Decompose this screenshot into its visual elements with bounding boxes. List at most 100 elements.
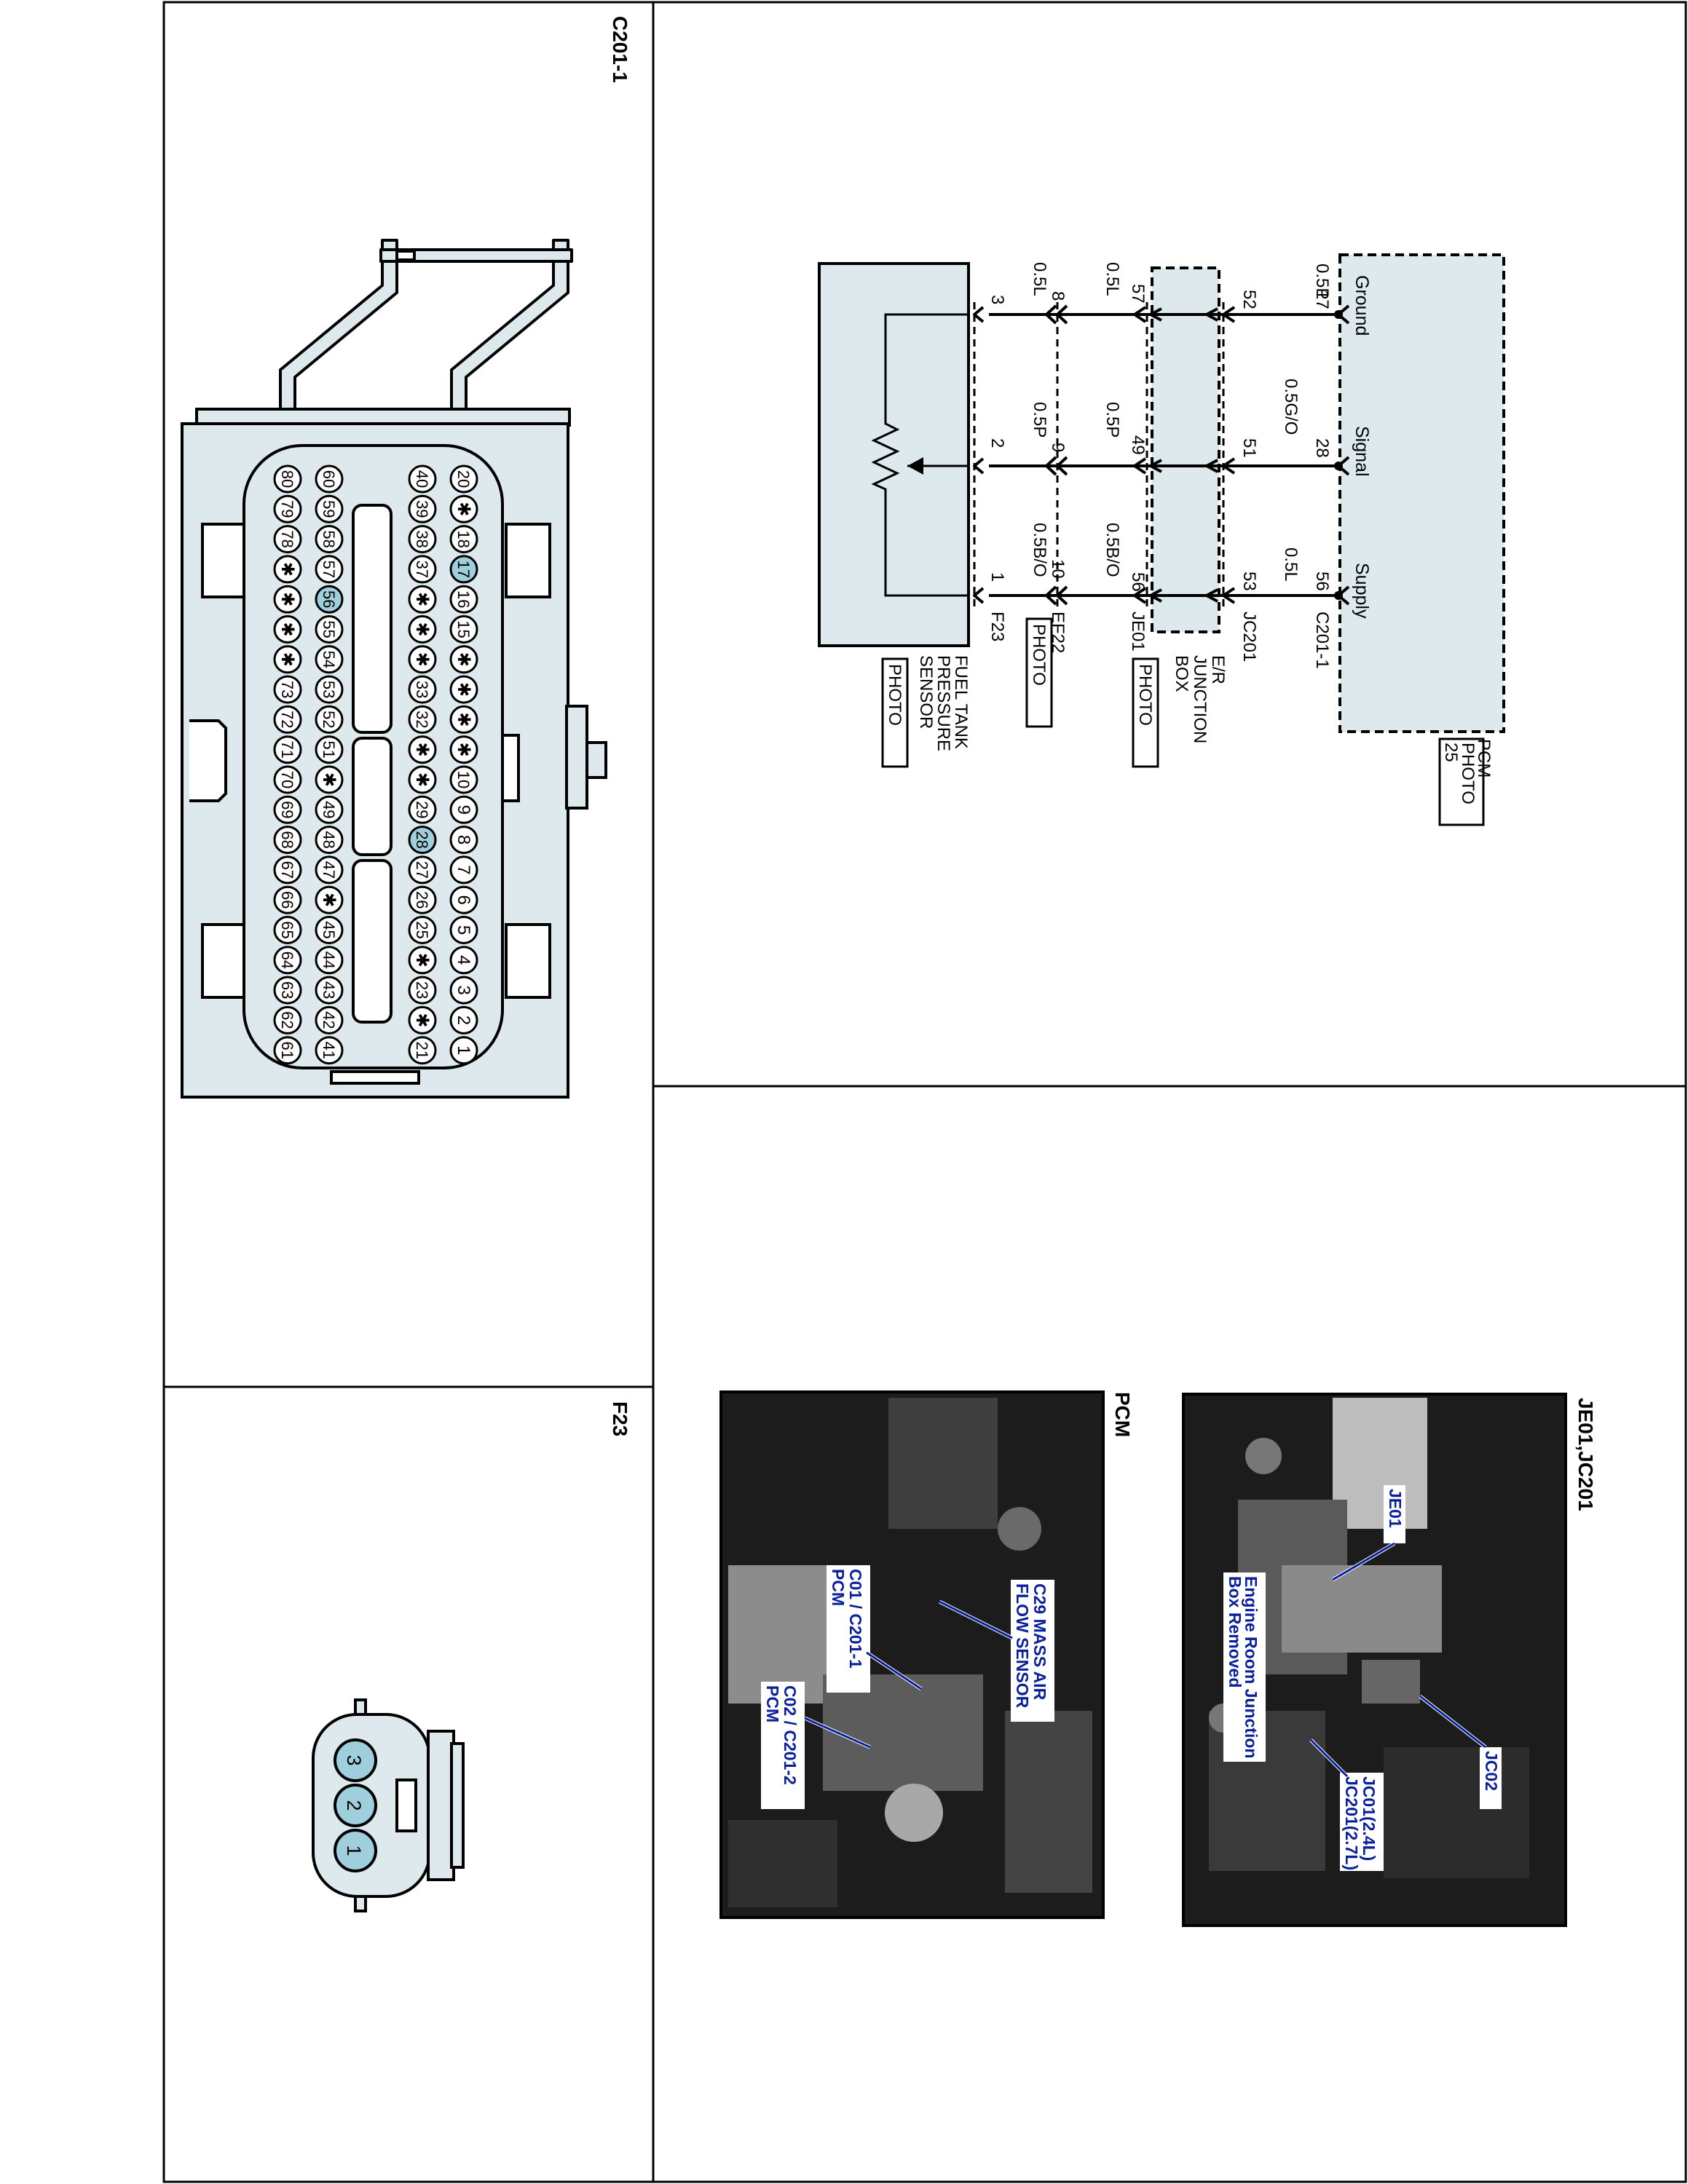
connector-f23-title: F23 bbox=[609, 1401, 631, 1436]
photo-pcm-label-c01-line2: PCM bbox=[829, 1569, 848, 1606]
c201-pin-unused bbox=[449, 645, 478, 674]
c201-pin-label: 37 bbox=[413, 561, 431, 578]
c201-pin-42 bbox=[315, 1005, 344, 1034]
pin-pcm-17: 17 bbox=[1312, 290, 1332, 309]
c201-pin-label: 54 bbox=[320, 651, 338, 668]
f23-pin-1 bbox=[334, 1829, 377, 1872]
c201-pin-label: 21 bbox=[413, 1041, 431, 1059]
c201-pin-label: 10 bbox=[454, 771, 473, 788]
c201-pin-label: 52 bbox=[320, 711, 338, 728]
c201-pin-unused bbox=[315, 885, 344, 914]
pin-pcm-28: 28 bbox=[1312, 438, 1332, 458]
f23-pins: 3 2 1 bbox=[334, 1738, 377, 1872]
ef22-photo-label: PHOTO bbox=[1029, 624, 1049, 686]
c201-pin-49 bbox=[315, 795, 344, 824]
pin-f-2: 2 bbox=[987, 438, 1007, 448]
c201-pin-28 bbox=[408, 826, 437, 855]
pin-f-3: 3 bbox=[987, 295, 1007, 304]
c201-pin-label: ✱ bbox=[277, 622, 297, 636]
c201-pin-67 bbox=[273, 855, 302, 885]
ef22-photo-box bbox=[1025, 617, 1053, 728]
c201-pin-label: 5 bbox=[454, 925, 473, 935]
c201-pin-label: 40 bbox=[413, 470, 431, 488]
photo-jc201-label-jc01-line2: JC201(2.7L) bbox=[1342, 1776, 1361, 1870]
sensor-name-line3: SENSOR bbox=[916, 655, 936, 729]
c201-pin-38 bbox=[408, 525, 437, 554]
photo-jc201-label-jc02: JC02 bbox=[1482, 1751, 1501, 1791]
photo-jc201-label-erjb-bg bbox=[1223, 1572, 1266, 1762]
junction-box bbox=[1151, 266, 1220, 633]
c201-pin-29 bbox=[408, 795, 437, 824]
c201-pin-label: 66 bbox=[278, 891, 296, 909]
c201-pin-27 bbox=[408, 855, 437, 885]
f23-pin-2 bbox=[334, 1784, 377, 1827]
c201-pin-label: ✱ bbox=[412, 743, 432, 757]
c201-pin-label: 48 bbox=[320, 831, 338, 848]
wire-supply-mid: 0.5B/O bbox=[1103, 523, 1122, 577]
c201-pin-label: 33 bbox=[413, 681, 431, 698]
c201-pin-unused bbox=[315, 765, 344, 794]
c201-pin-label: 7 bbox=[454, 865, 473, 874]
photo-pcm-label-c02-line2: PCM bbox=[763, 1685, 782, 1722]
c201-pin-label: 47 bbox=[320, 861, 338, 879]
c201-pin-label: 16 bbox=[454, 590, 473, 608]
c201-pin-32 bbox=[408, 705, 437, 734]
c201-latch bbox=[279, 239, 573, 425]
c201-pin-label: 28 bbox=[413, 831, 431, 848]
c201-pin-label: 59 bbox=[320, 500, 338, 518]
c201-pin-label: 60 bbox=[320, 470, 338, 488]
pcm-photo-label: PHOTO bbox=[1458, 743, 1478, 804]
c201-pin-unused bbox=[408, 946, 437, 975]
c201-pin-unused bbox=[408, 645, 437, 674]
circuit-ground-label: Ground bbox=[1352, 275, 1372, 336]
pcm-photo-box bbox=[1438, 737, 1485, 826]
c201-pin-label: ✱ bbox=[412, 592, 432, 606]
photo-pcm-label-c29-line1: C29 MASS AIR bbox=[1030, 1583, 1049, 1701]
photo-jc201-title: JE01,JC201 bbox=[1574, 1398, 1597, 1511]
c201-pin-57 bbox=[315, 555, 344, 584]
c201-pin-64 bbox=[273, 946, 302, 975]
pin-jc-51: 51 bbox=[1239, 438, 1259, 458]
je01-photo-box bbox=[1132, 657, 1159, 768]
je01-photo-label: PHOTO bbox=[1135, 664, 1155, 726]
wire-ground-mid: 0.5L bbox=[1103, 262, 1122, 296]
c201-pin-label: 32 bbox=[413, 711, 431, 728]
photo-pcm-title: PCM bbox=[1111, 1392, 1134, 1437]
wire-supply-bot: 0.5B/O bbox=[1030, 523, 1049, 577]
c201-pin-78 bbox=[273, 525, 302, 554]
c201-pin-label: 63 bbox=[278, 981, 296, 999]
photo-jc201-label-erjb-line1: Engine Room Junction bbox=[1242, 1576, 1261, 1758]
c201-pin-21 bbox=[408, 1036, 437, 1065]
connector-f23: F23 3 2 1 bbox=[312, 1401, 631, 1912]
photo-pcm-texture bbox=[728, 1398, 1092, 1907]
c201-pin-66 bbox=[273, 885, 302, 914]
c201-pin-label: 27 bbox=[413, 861, 431, 879]
c201-pin-label: 1 bbox=[454, 1045, 473, 1055]
c201-pin-unused bbox=[408, 615, 437, 644]
page-frame bbox=[162, 1, 1687, 2183]
c201-pin-unused bbox=[408, 585, 437, 614]
sensor-box bbox=[818, 262, 970, 647]
wire-supply-top: 0.5L bbox=[1281, 547, 1301, 582]
c201-pin-63 bbox=[273, 976, 302, 1005]
c201-pin-label: 8 bbox=[454, 835, 473, 844]
c201-pin-unused bbox=[273, 645, 302, 674]
c201-pin-label: ✱ bbox=[412, 622, 432, 636]
c201-pin-69 bbox=[273, 795, 302, 824]
photo-pcm-label-c29-line2: FLOW SENSOR bbox=[1013, 1583, 1032, 1709]
c201-pin-label: 44 bbox=[320, 951, 338, 969]
c201-pin-label: ✱ bbox=[454, 502, 473, 516]
photo-jc201-label-erjb-line2: Box Removed bbox=[1226, 1576, 1245, 1688]
c201-pin-73 bbox=[273, 675, 302, 704]
c201-pin-label: 55 bbox=[320, 620, 338, 638]
c201-pin-label: 25 bbox=[413, 921, 431, 938]
f23-pin-1-label: 1 bbox=[343, 1845, 365, 1856]
c201-pin-label: ✱ bbox=[454, 743, 473, 757]
photo-jc201-label-je01: JE01 bbox=[1386, 1489, 1405, 1528]
c201-pin-43 bbox=[315, 976, 344, 1005]
connector-label-je01: JE01 bbox=[1128, 612, 1148, 652]
c201-pin-68 bbox=[273, 826, 302, 855]
c201-pin-label: ✱ bbox=[277, 592, 297, 606]
sensor-photo-box bbox=[881, 657, 909, 768]
